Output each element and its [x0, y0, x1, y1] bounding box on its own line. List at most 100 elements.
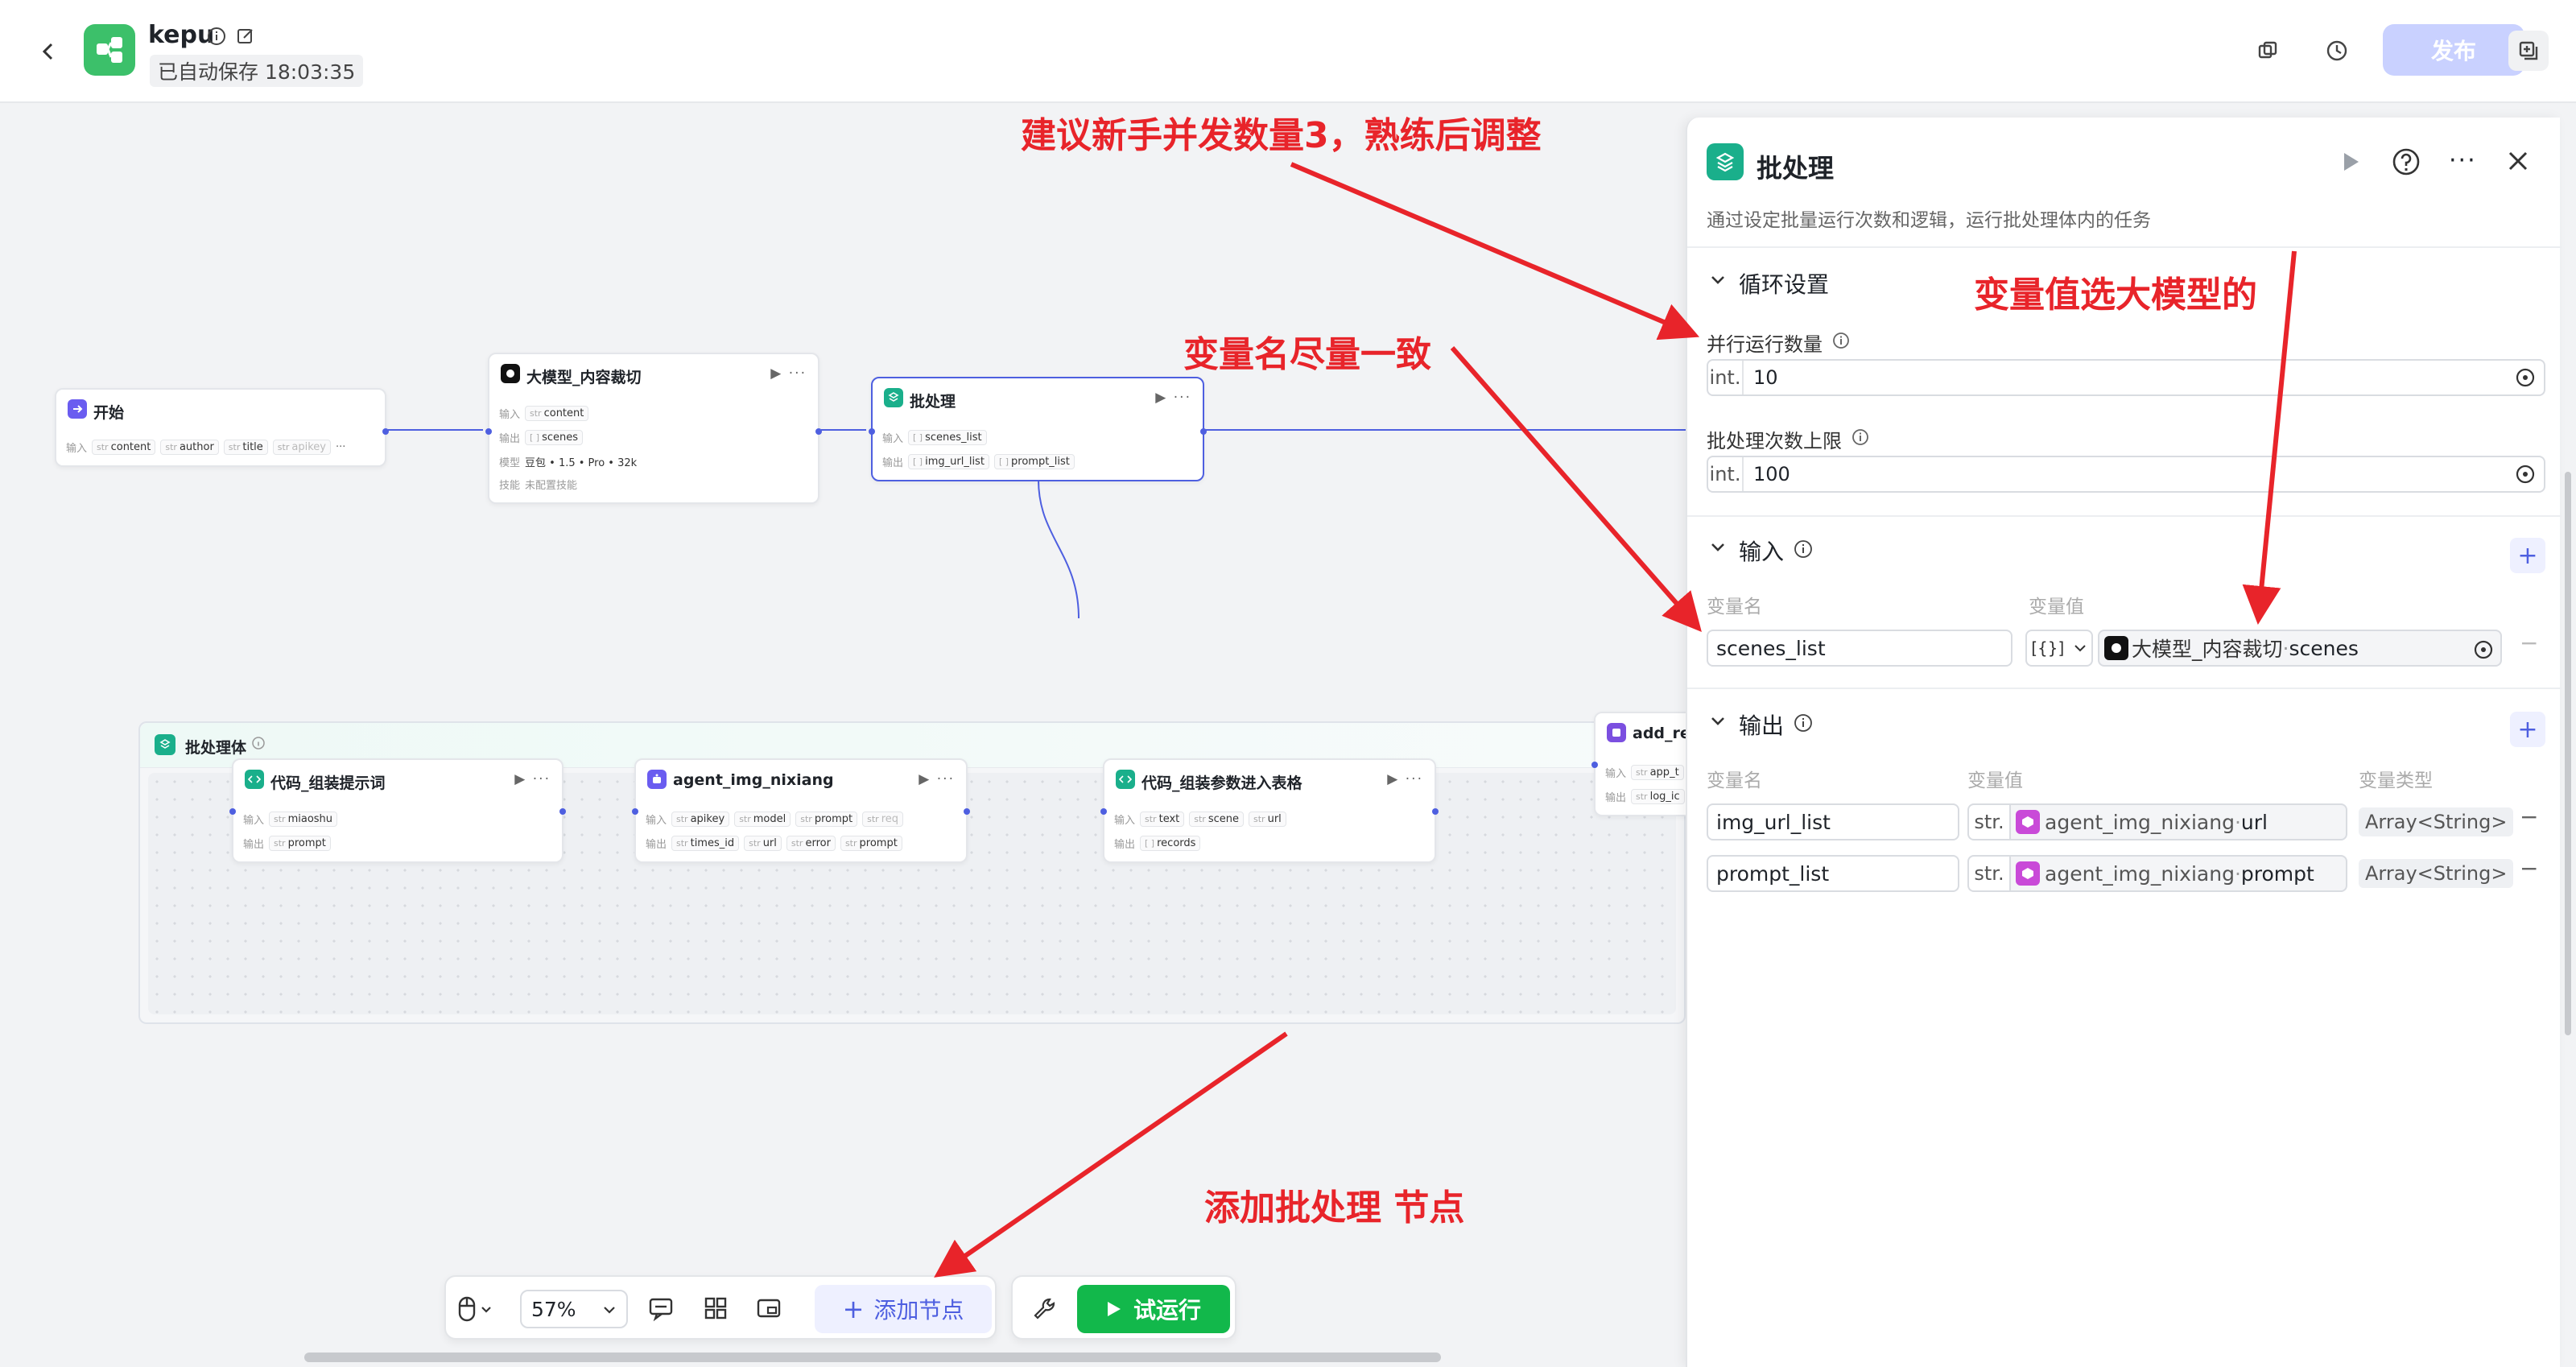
- type-badge: str.: [1967, 855, 2009, 892]
- remove-output-icon[interactable]: −: [2520, 803, 2539, 830]
- node-actions[interactable]: ▶ ···: [770, 365, 807, 382]
- column-header-type: 变量类型: [2359, 770, 2433, 791]
- input-port[interactable]: [1591, 762, 1598, 768]
- ref-separator: ·: [2234, 810, 2241, 834]
- info-icon[interactable]: [251, 736, 266, 750]
- remove-output-icon[interactable]: −: [2520, 855, 2539, 882]
- output-var-name[interactable]: img_url_list: [1707, 803, 1959, 840]
- input-port[interactable]: [632, 808, 638, 815]
- node-outputs-row: 输出 [ ]records: [1114, 836, 1201, 851]
- info-icon[interactable]: [1794, 539, 1813, 559]
- max-batch-value[interactable]: 100: [1753, 463, 1790, 485]
- output-section-title[interactable]: 输出: [1739, 712, 1785, 739]
- node-actions[interactable]: ▶ ···: [919, 771, 955, 787]
- chevron-down-icon[interactable]: [1708, 712, 1728, 731]
- test-run-label: 试运行: [1133, 1297, 1201, 1324]
- minimap-icon[interactable]: [755, 1295, 782, 1322]
- input-var-ref[interactable]: 大模型_内容裁切 · scenes: [2098, 630, 2502, 667]
- top-bar: kepu 已自动保存 18:03:35 发布: [0, 0, 2576, 103]
- history-icon[interactable]: [2320, 34, 2354, 68]
- input-section-title[interactable]: 输入: [1739, 539, 1785, 565]
- output-var-ref[interactable]: agent_img_nixiang · prompt: [2009, 855, 2347, 892]
- annotation-concurrency: 建议新手并发数量3，熟练后调整: [1021, 115, 1542, 156]
- node-title: 代码_组装提示词: [270, 774, 386, 792]
- layout-grid-icon[interactable]: [702, 1295, 729, 1322]
- input-port[interactable]: [869, 428, 875, 435]
- node-title: 批处理: [910, 393, 956, 411]
- duplicate-icon[interactable]: [2508, 31, 2549, 71]
- mouse-mode-icon[interactable]: [457, 1293, 506, 1325]
- panel-title: 批处理: [1757, 153, 1835, 184]
- node-title: 大模型_内容裁切: [526, 369, 642, 386]
- input-port[interactable]: [485, 428, 492, 435]
- output-var-name[interactable]: prompt_list: [1707, 855, 1959, 892]
- close-icon[interactable]: [2505, 148, 2531, 174]
- type-badge: str.: [1967, 803, 2009, 840]
- output-var-ref[interactable]: agent_img_nixiang · url: [2009, 803, 2347, 840]
- add-output-button[interactable]: +: [2510, 712, 2545, 747]
- input-port[interactable]: [229, 808, 236, 815]
- info-icon[interactable]: [1852, 428, 1869, 446]
- copy-icon[interactable]: [2251, 34, 2285, 68]
- output-port[interactable]: [815, 428, 822, 435]
- code-icon: [1116, 770, 1135, 789]
- add-input-button[interactable]: +: [2510, 538, 2545, 573]
- node-actions[interactable]: ▶ ···: [1387, 771, 1423, 787]
- panel-scrollbar[interactable]: [2565, 472, 2571, 1035]
- input-port[interactable]: [1100, 808, 1107, 815]
- test-run-button[interactable]: 试运行: [1077, 1285, 1230, 1333]
- variable-ref-icon[interactable]: [2515, 464, 2536, 485]
- type-badge: int.: [1708, 457, 1744, 491]
- more-options-icon[interactable]: ···: [2449, 147, 2477, 175]
- node-actions[interactable]: ▶ ···: [514, 771, 551, 787]
- column-header-name: 变量名: [1707, 597, 1762, 617]
- plus-icon: +: [842, 1294, 865, 1324]
- output-port[interactable]: [559, 808, 566, 815]
- run-node-icon[interactable]: [2339, 148, 2362, 176]
- node-outputs-row: 输出 [ ]scenes: [499, 430, 584, 445]
- autosave-status: 已自动保存 18:03:35: [150, 55, 364, 87]
- info-icon[interactable]: [206, 26, 227, 47]
- wrench-icon[interactable]: [1030, 1295, 1058, 1322]
- concurrency-label: 并行运行数量: [1707, 333, 1823, 356]
- chevron-down-icon[interactable]: [1708, 538, 1728, 557]
- remove-input-icon[interactable]: −: [2520, 630, 2539, 656]
- output-port[interactable]: [1200, 428, 1207, 435]
- ref-node-name: agent_img_nixiang: [2045, 810, 2235, 834]
- zoom-select[interactable]: 57%: [520, 1290, 628, 1328]
- back-icon[interactable]: [32, 35, 64, 68]
- output-port[interactable]: [1432, 808, 1439, 815]
- var-type-select[interactable]: [{}]: [2025, 630, 2093, 667]
- max-batch-input[interactable]: int. 100: [1707, 456, 2545, 493]
- output-port[interactable]: [382, 428, 389, 435]
- ref-field-name: prompt: [2240, 861, 2314, 886]
- comment-icon[interactable]: [647, 1295, 675, 1322]
- publish-button[interactable]: 发布: [2383, 24, 2524, 76]
- horizontal-scrollbar[interactable]: [304, 1353, 1441, 1362]
- variable-ref-icon[interactable]: [2515, 367, 2536, 388]
- info-icon[interactable]: [1832, 332, 1850, 349]
- chevron-down-icon[interactable]: [1708, 271, 1728, 290]
- edit-icon[interactable]: [235, 26, 256, 47]
- help-icon[interactable]: [2391, 147, 2421, 177]
- batch-body-title: 批处理体: [185, 739, 247, 757]
- info-icon[interactable]: [1794, 713, 1813, 733]
- output-port[interactable]: [964, 808, 970, 815]
- input-var-name[interactable]: scenes_list: [1707, 630, 2013, 667]
- concurrency-input[interactable]: int. 10: [1707, 359, 2545, 396]
- variable-ref-icon[interactable]: [2473, 639, 2494, 660]
- node-batch[interactable]: 批处理 ▶ ··· 输入 [ ]scenes_list 输出 [ ]img_ur…: [869, 377, 1207, 481]
- loop-settings-title[interactable]: 循环设置: [1739, 271, 1830, 298]
- concurrency-value[interactable]: 10: [1753, 366, 1778, 389]
- add-node-button[interactable]: + 添加节点: [815, 1285, 992, 1333]
- node-actions[interactable]: ▶ ···: [1155, 390, 1191, 406]
